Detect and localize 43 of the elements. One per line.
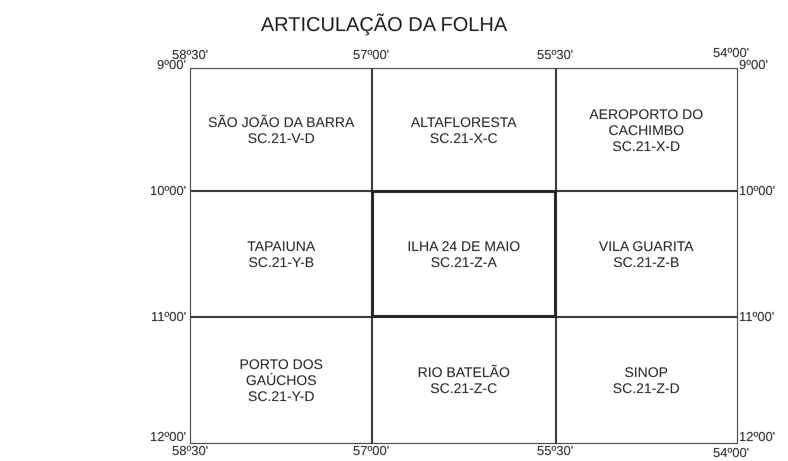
sheet-name: TAPAIUNA: [247, 238, 316, 254]
map-sheet: [190, 316, 372, 444]
longitude-label: 54º00': [713, 46, 750, 60]
latitude-label: 11º00': [739, 310, 774, 324]
sheet-name: SÃO JOÃO DA BARRA: [208, 114, 354, 130]
map-sheet: [555, 190, 738, 318]
latitude-label: 12º00': [739, 430, 776, 444]
longitude-label: 55º30': [537, 444, 574, 458]
latitude-label: 10º00': [150, 184, 186, 198]
sheet-name: RIO BATELÃO: [418, 364, 510, 380]
map-sheet: [190, 68, 372, 192]
sheet-code: SC.21-V-D: [248, 130, 315, 146]
longitude-label: 57º00': [353, 48, 390, 62]
sheet-name: SINOP: [624, 364, 668, 380]
sheet-code: SC.21-Z-A: [430, 254, 497, 270]
longitude-label: 57º00': [353, 444, 390, 458]
highlighted-map-sheet: [371, 190, 556, 318]
latitude-label: 10º00': [739, 184, 776, 198]
diagram-title: ARTICULAÇÃO DA FOLHA: [260, 14, 508, 37]
map-sheet: [190, 190, 372, 318]
sheet-code: SC.21-X-D: [612, 138, 680, 154]
map-sheet: [555, 68, 738, 192]
latitude-label: 11º00': [151, 310, 186, 324]
sheet-code: SC.21-X-C: [430, 130, 498, 146]
sheet-name: PORTO DOS GAÚCHOS: [238, 356, 324, 388]
latitude-label: 9º00': [739, 58, 768, 72]
sheet-name: AEROPORTO DO CACHIMBO: [588, 106, 704, 138]
sheet-name: VILA GUARITA: [598, 238, 694, 254]
longitude-label: 54º00': [713, 446, 750, 460]
longitude-label: 55º30': [537, 48, 574, 62]
map-sheet: [555, 316, 738, 444]
map-sheet: [371, 316, 556, 444]
sheet-code: SC.21-Z-C: [430, 380, 498, 396]
sheet-code: SC.21-Z-B: [613, 254, 680, 270]
latitude-label: 12º00': [150, 430, 186, 444]
sheet-code: SC.21-Z-D: [612, 380, 680, 396]
sheet-code: SC.21-Y-D: [248, 388, 314, 404]
sheet-code: SC.21-Y-B: [248, 254, 314, 270]
sheet-name: ILHA 24 DE MAIO: [407, 238, 520, 254]
longitude-label: 58º30': [172, 444, 208, 458]
sheet-name: ALTAFLORESTA: [410, 114, 517, 130]
map-sheet: [371, 68, 556, 192]
latitude-label: 9º00': [157, 58, 186, 72]
